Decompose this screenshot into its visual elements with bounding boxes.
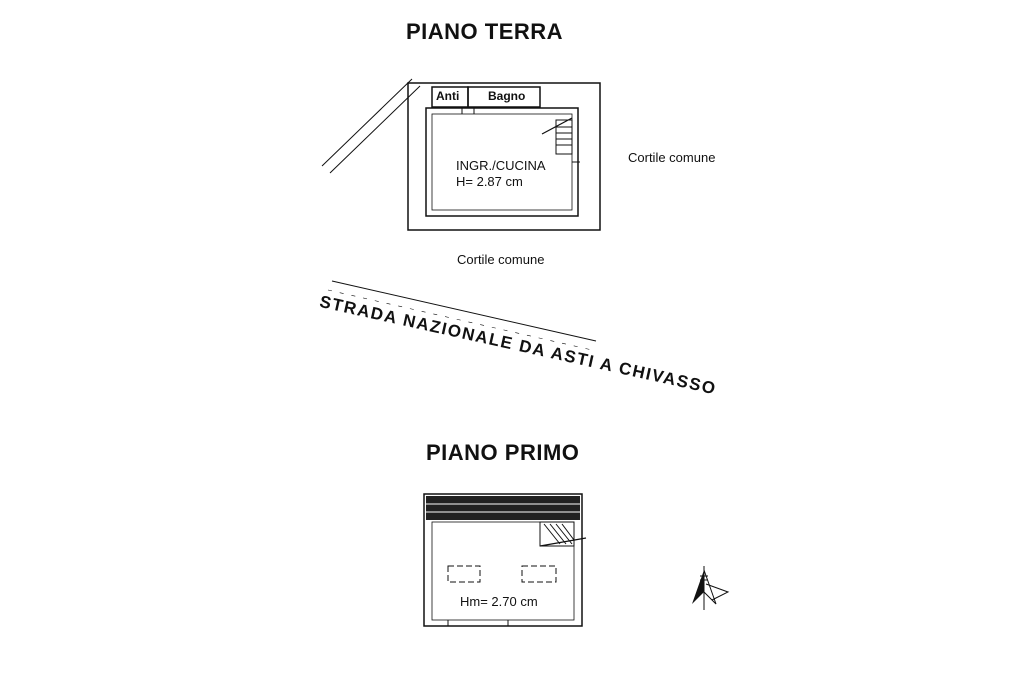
skylight xyxy=(447,565,481,583)
first-floor-outline xyxy=(423,493,583,627)
stair-icon xyxy=(541,117,573,155)
first-floor-title: PIANO PRIMO xyxy=(426,440,580,465)
north-arrow-icon xyxy=(692,566,730,610)
first-floor-stair-icon xyxy=(539,521,587,547)
courtyard-label-right: Cortile comune xyxy=(628,150,716,165)
first-floor-height: Hm= 2.70 cm xyxy=(460,594,538,609)
road-edge xyxy=(327,289,593,351)
ground-floor-height: H= 2.87 cm xyxy=(456,174,523,189)
bagno-room xyxy=(467,86,541,108)
road-edge xyxy=(331,280,597,342)
balcony-band xyxy=(426,496,580,520)
ground-floor-title: PIANO TERRA xyxy=(406,19,564,44)
ground-floor-lot-boundary xyxy=(407,82,601,231)
bagno-label: Bagno xyxy=(488,89,526,103)
ingresso-cucina-label: INGR./CUCINA xyxy=(456,158,546,173)
boundary-diagonal xyxy=(329,85,421,174)
boundary-diagonal xyxy=(321,78,413,167)
skylight xyxy=(521,565,557,583)
anti-label: Anti xyxy=(436,89,460,103)
courtyard-label-bottom: Cortile comune xyxy=(457,252,545,267)
